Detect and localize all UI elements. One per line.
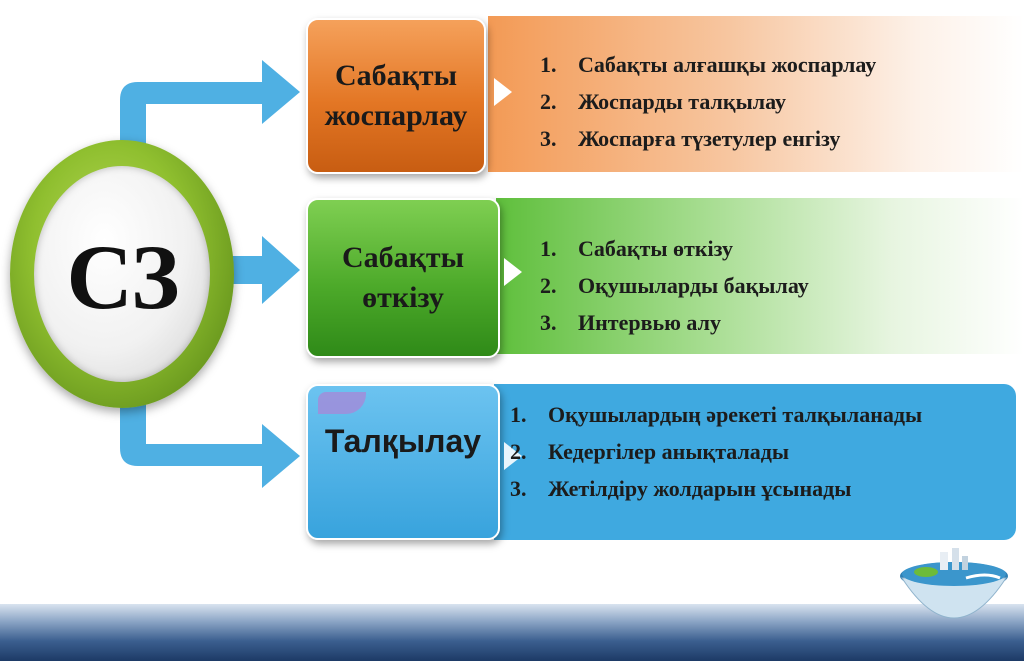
list-item: 2.Оқушыларды бақылау	[540, 273, 809, 298]
hub-circle: СЗ	[34, 166, 210, 382]
list-item: 3.Жетілдіру жолдарын ұсынады	[510, 476, 852, 501]
discussion-panel	[494, 384, 1016, 540]
teaching-box: Сабақты өткізу	[306, 198, 500, 358]
planning-list: 1.Сабақты алғашқы жоспарлау 2.Жоспарды т…	[540, 46, 876, 157]
list-item: 2.Кедергілер анықталады	[510, 439, 790, 464]
list-item: 3.Интервью алу	[540, 310, 721, 335]
chevron-right-icon	[504, 258, 522, 286]
teaching-list: 1.Сабақты өткізу 2.Оқушыларды бақылау 3.…	[540, 230, 809, 341]
connector-to-teaching	[232, 236, 300, 304]
list-item: 3.Жоспарға түзетулер енгізу	[540, 126, 841, 151]
planning-title-line2: жоспарлау	[324, 99, 468, 132]
teaching-title-line1: Сабақты	[341, 240, 465, 274]
list-item: 1.Сабақты өткізу	[540, 236, 734, 261]
discussion-list: 1.Оқушылардың әрекеті талқыланады 2.Кеде…	[510, 396, 1016, 507]
planning-panel	[488, 16, 1024, 172]
hub-label: СЗ	[66, 226, 180, 328]
list-item: 1.Сабақты алғашқы жоспарлау	[540, 52, 877, 77]
planning-box: Сабақты жоспарлау	[306, 18, 486, 174]
planning-title-line1: Сабақты	[334, 58, 458, 92]
teaching-panel	[496, 198, 1024, 354]
teaching-title-line2: өткізу	[362, 281, 444, 314]
globe-icon	[900, 548, 1008, 619]
list-item: 2.Жоспарды талқылау	[540, 89, 786, 114]
connector-to-discussion	[120, 396, 300, 488]
chevron-right-icon	[504, 442, 522, 470]
chevron-right-icon	[494, 78, 512, 106]
list-item: 1.Оқушылардың әрекеті талқыланады	[510, 402, 923, 427]
discussion-title: Талқылау	[324, 423, 482, 460]
footer-band	[0, 604, 1024, 661]
discussion-box: Талқылау	[306, 384, 500, 540]
connector-to-planning	[120, 60, 300, 150]
corner-accent	[318, 392, 366, 414]
